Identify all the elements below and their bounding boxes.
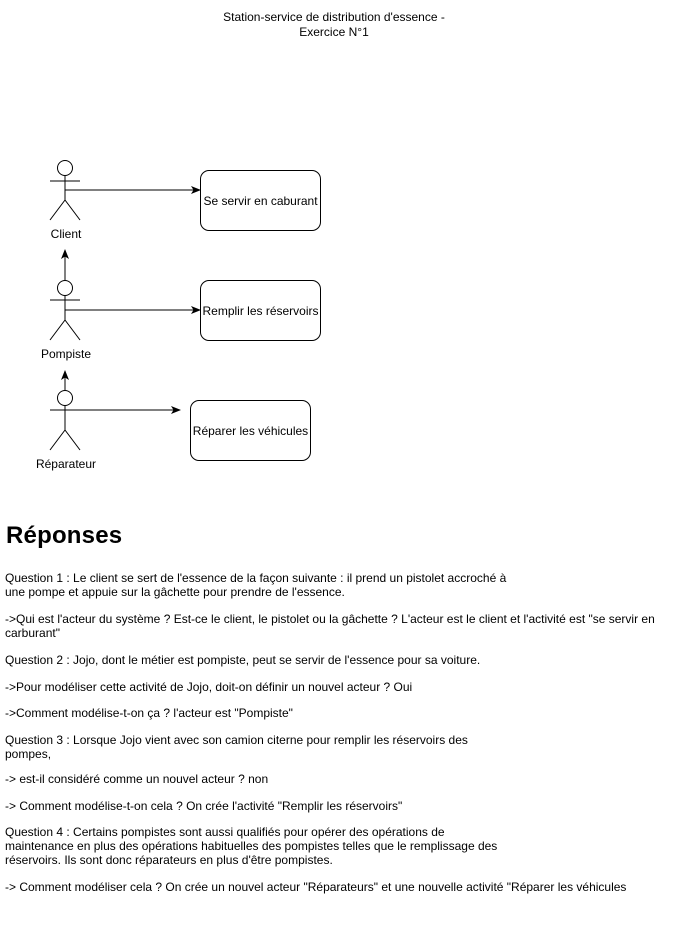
answers-heading: Réponses: [6, 522, 123, 549]
use-case-reparer-vehicules[interactable]: Réparer les véhicules: [190, 400, 311, 461]
use-case-diagram: [49, 160, 201, 451]
answer-3a: -> est-il considéré comme un nouvel acte…: [5, 772, 269, 786]
answer-2a: ->Pour modéliser cette activité de Jojo,…: [5, 680, 413, 694]
use-case-se-servir[interactable]: Se servir en caburant: [200, 170, 321, 231]
answer-4: -> Comment modéliser cela ? On crée un n…: [5, 880, 627, 894]
answer-1: ->Qui est l'acteur du système ? Est-ce l…: [5, 612, 655, 640]
actor-label-reparateur: Réparateur: [35, 457, 97, 471]
diagram-title: Station-service de distribution d'essenc…: [223, 10, 445, 39]
answer-3b: -> Comment modélise-t-on cela ? On crée …: [5, 799, 403, 813]
actor-label-client: Client: [50, 227, 82, 241]
question-4: Question 4 : Certains pompistes sont aus…: [5, 825, 498, 867]
actor-client[interactable]: [49, 160, 81, 221]
answer-2b: ->Comment modélise-t-on ça ? l'acteur es…: [5, 706, 293, 720]
actor-reparateur[interactable]: [49, 390, 81, 451]
actor-pompiste[interactable]: [49, 280, 81, 341]
use-case-remplir-reservoirs[interactable]: Remplir les réservoirs: [200, 280, 321, 341]
question-3: Question 3 : Lorsque Jojo vient avec son…: [5, 733, 468, 761]
question-2: Question 2 : Jojo, dont le métier est po…: [5, 653, 481, 667]
question-1: Question 1 : Le client se sert de l'esse…: [5, 571, 507, 599]
actor-label-pompiste: Pompiste: [40, 347, 92, 361]
